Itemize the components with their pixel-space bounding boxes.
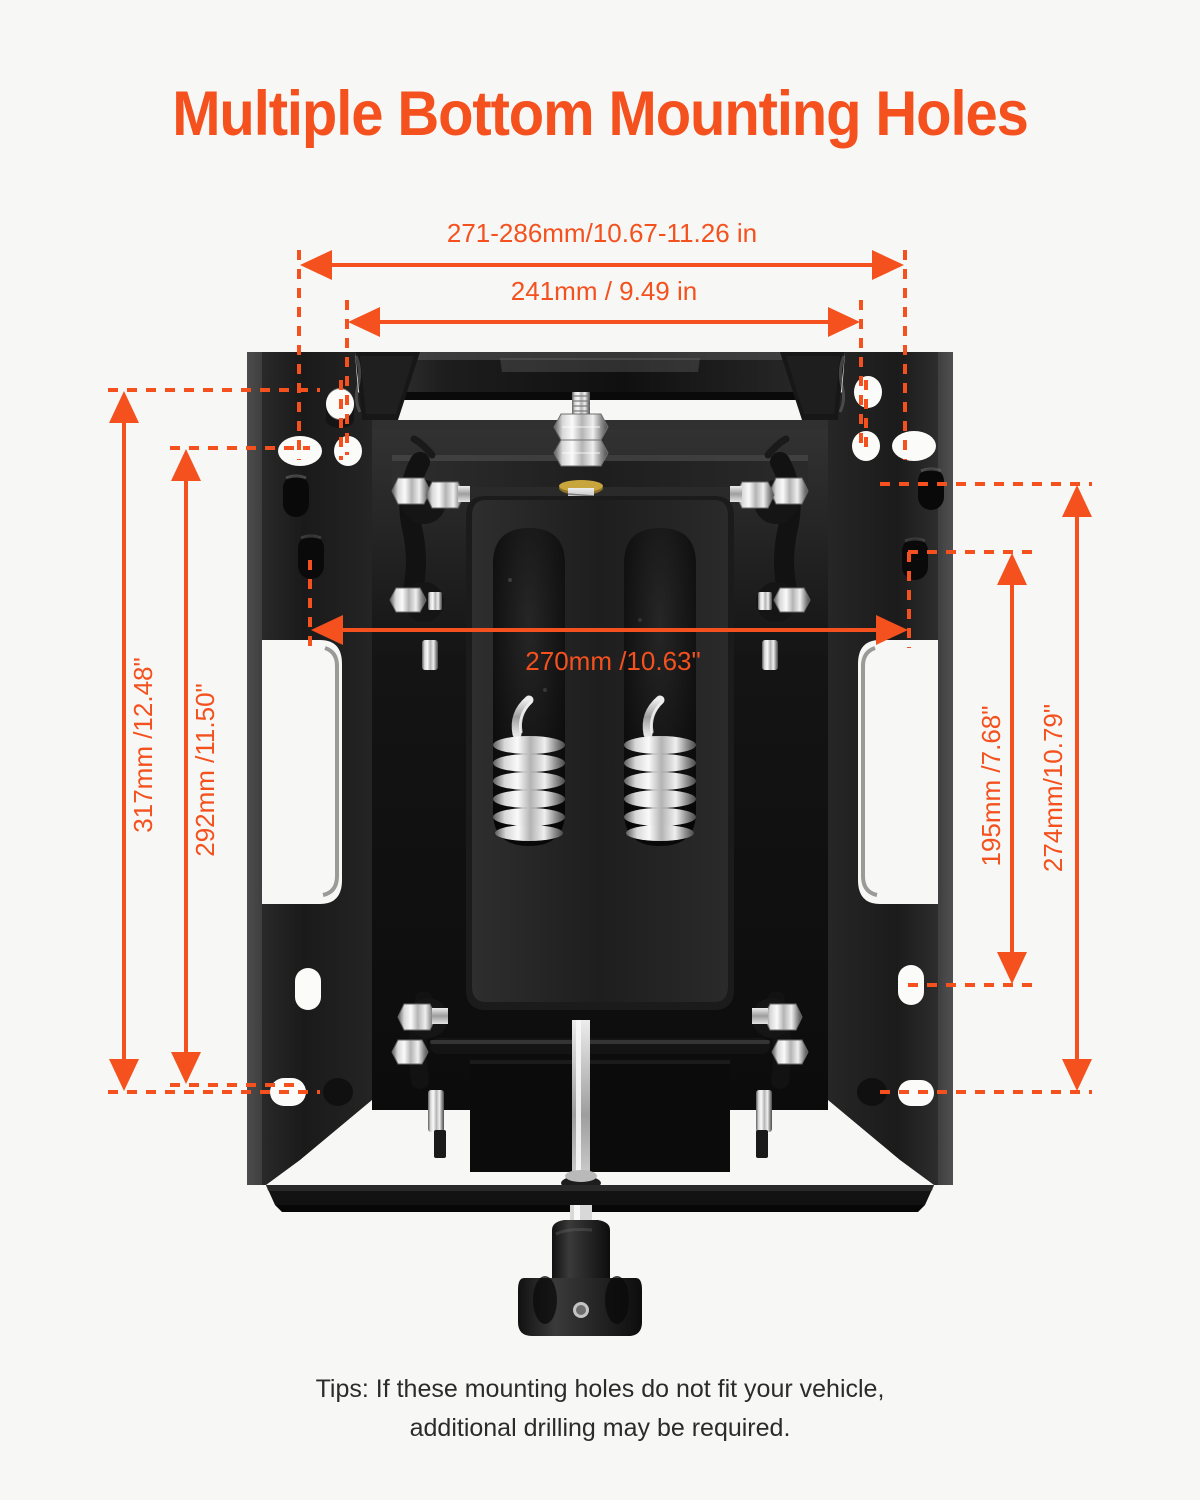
dim-top-outer: 271-286mm/10.67-11.26 in	[297, 218, 907, 460]
coil-spring-right	[624, 695, 696, 841]
top-cross-bar	[360, 352, 840, 400]
dim-tick-marks	[339, 380, 868, 460]
lower-cross-tube	[430, 1038, 770, 1054]
dim-right-outer: 274mm/10.79"	[880, 482, 1092, 1094]
coil-spring-left	[493, 695, 565, 841]
dim-top-inner: 241mm / 9.49 in	[345, 276, 863, 455]
page-title: Multiple Bottom Mounting Holes	[172, 79, 1029, 149]
lower-pivot-right	[752, 991, 809, 1158]
right-side-plate	[780, 352, 953, 1185]
base-plate	[266, 1185, 934, 1212]
tips-line-1: Tips: If these mounting holes do not fit…	[315, 1375, 885, 1403]
product-assembly	[247, 352, 953, 1336]
left-side-plate	[247, 352, 420, 1185]
center-frame	[466, 496, 734, 1010]
dim-center: 270mm /10.63"	[308, 552, 911, 676]
dim-label-top-inner: 241mm / 9.49 in	[511, 276, 697, 306]
dim-label-left-outer: 317mm /12.48"	[128, 657, 158, 832]
dim-label-right-outer: 274mm/10.79"	[1038, 704, 1068, 872]
lower-pivot-left	[391, 991, 448, 1158]
bottom-inner-pocket	[470, 1060, 730, 1172]
dim-label-left-inner: 292mm /11.50"	[190, 683, 220, 857]
scissor-pivot-arm-right	[730, 435, 811, 670]
tips-line-2: additional drilling may be required.	[409, 1414, 791, 1442]
dim-right-inner: 195mm /7.68"	[908, 550, 1036, 987]
dim-label-right-inner: 195mm /7.68"	[976, 706, 1006, 867]
dim-left-inner: 292mm /11.50"	[170, 446, 310, 1087]
bottom-adjustment-knob	[518, 1205, 642, 1336]
scissor-pivot-arm-left	[389, 435, 470, 670]
tips-note: Tips: If these mounting holes do not fit…	[0, 1370, 1200, 1448]
dim-left-outer: 317mm /12.48"	[108, 388, 320, 1094]
dim-label-top-outer: 271-286mm/10.67-11.26 in	[447, 218, 757, 248]
dim-label-center: 270mm /10.63"	[525, 646, 700, 676]
dimension-annotations: 271-286mm/10.67-11.26 in 241mm / 9.49 in…	[108, 218, 1092, 1094]
